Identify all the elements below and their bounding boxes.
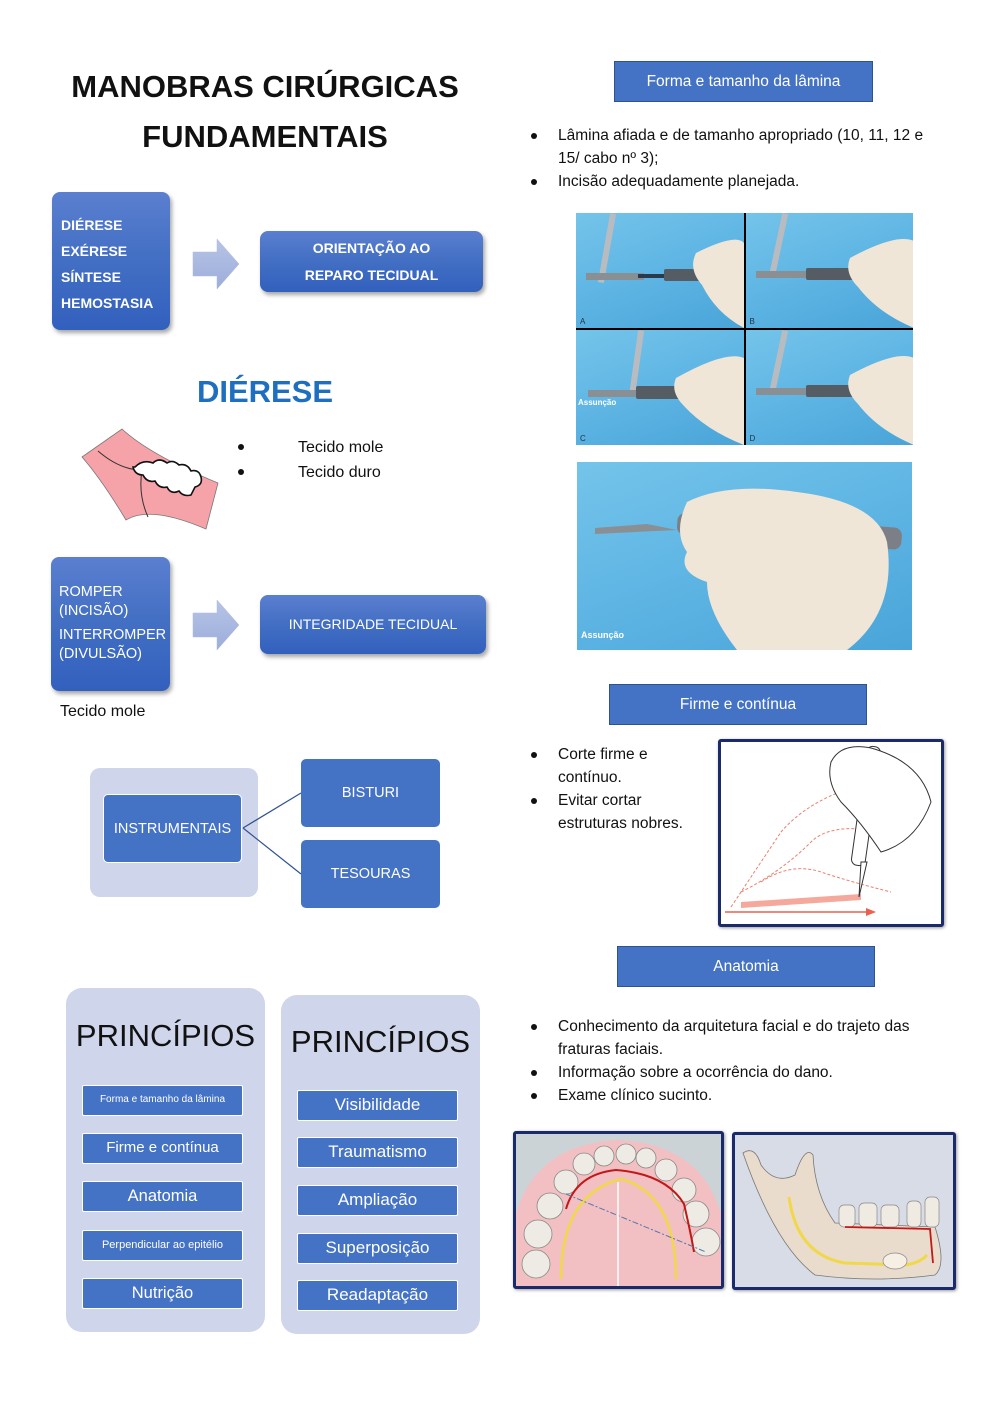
blade-bullets: Lâmina afiada e de tamanho apropriado (1… xyxy=(528,124,938,193)
principle-item: Visibilidade xyxy=(297,1090,458,1121)
panel-title: PRINCÍPIOS xyxy=(75,1018,256,1053)
incision-technique-illustration xyxy=(718,739,944,927)
watermark-text: Assunção xyxy=(578,398,617,407)
photo-panel-c: Assunção C xyxy=(576,330,744,445)
tissue-repair-box: ORIENTAÇÃO AO REPARO TECIDUAL xyxy=(260,231,483,292)
anatomy-section-header: Anatomia xyxy=(617,946,875,987)
maneuver-item: EXÉRESE xyxy=(61,243,128,259)
action-sublabel: (INCISÃO) xyxy=(59,603,129,619)
maxilla-anatomy-illustration xyxy=(513,1131,724,1289)
title-line-1: MANOBRAS CIRÚRGICAS xyxy=(71,69,459,104)
principle-item: Perpendicular ao epitélio xyxy=(82,1230,243,1261)
bullet-item: Incisão adequadamente planejada. xyxy=(528,170,938,193)
photo-panel-b: B xyxy=(745,213,913,328)
panel-label: C xyxy=(580,434,586,443)
bullet-item: Informação sobre a ocorrência do dano. xyxy=(528,1061,948,1084)
tissue-type-item: Tecido mole xyxy=(238,435,383,460)
photo-panel-a: A xyxy=(576,213,744,328)
principle-item: Traumatismo xyxy=(297,1137,458,1168)
blade-mounting-photo-grid: A B Assunção C D xyxy=(576,213,913,445)
blade-section-header: Forma e tamanho da lâmina xyxy=(614,61,873,102)
panel-label: B xyxy=(749,317,755,326)
tissue-types-list: Tecido mole Tecido duro xyxy=(238,435,383,485)
action-label: ROMPER xyxy=(59,584,123,600)
page-title: MANOBRAS CIRÚRGICAS FUNDAMENTAIS xyxy=(40,62,490,162)
bullet-item: Corte firme e contínuo. xyxy=(528,743,688,789)
maneuvers-list-box: DIÉRESE EXÉRESE SÍNTESE HEMOSTASIA xyxy=(52,192,170,330)
maneuver-item: DIÉRESE xyxy=(61,217,123,233)
principle-item: Forma e tamanho da lâmina xyxy=(82,1085,243,1116)
bullet-item: Exame clínico sucinto. xyxy=(528,1084,948,1107)
maneuver-item: HEMOSTASIA xyxy=(61,295,154,311)
right-arrow-icon xyxy=(191,237,241,291)
connector-lines xyxy=(242,792,302,875)
mandible-anatomy-illustration xyxy=(732,1132,956,1290)
bullet-item: Conhecimento da arquitetura facial e do … xyxy=(528,1015,948,1061)
photo-panel-d: D xyxy=(745,330,913,445)
panel-label: D xyxy=(749,434,756,443)
principles-panel-2: PRINCÍPIOS Visibilidade Traumatismo Ampl… xyxy=(281,995,480,1334)
scalpel-grip-photo: Assunção xyxy=(577,462,912,650)
soft-tissue-caption: Tecido mole xyxy=(60,703,146,720)
instruments-root-node: INSTRUMENTAIS xyxy=(103,794,242,863)
tissue-type-item: Tecido duro xyxy=(238,460,383,485)
action-sublabel: (DIVULSÃO) xyxy=(59,646,142,662)
principles-panel-1: PRINCÍPIOS Forma e tamanho da lâmina Fir… xyxy=(66,988,265,1332)
result-line: REPARO TECIDUAL xyxy=(304,267,439,283)
title-line-2: FUNDAMENTAIS xyxy=(142,119,388,154)
firm-cut-bullets: Corte firme e contínuo. Evitar cortar es… xyxy=(528,743,688,835)
result-line: ORIENTAÇÃO AO xyxy=(312,240,431,256)
firm-cut-section-header: Firme e contínua xyxy=(609,684,867,725)
panel-label: A xyxy=(580,317,586,326)
bullet-item: Evitar cortar estruturas nobres. xyxy=(528,789,688,835)
bullet-item: Lâmina afiada e de tamanho apropriado (1… xyxy=(528,124,938,170)
action-label: INTERROMPER xyxy=(59,627,167,643)
principle-item: Superposição xyxy=(297,1233,458,1264)
gum-teeth-illustration xyxy=(80,425,220,530)
romper-interromper-box: ROMPER (INCISÃO) INTERROMPER (DIVULSÃO) xyxy=(51,557,170,691)
panel-title: PRINCÍPIOS xyxy=(290,1024,471,1059)
principle-item: Firme e contínua xyxy=(82,1133,243,1164)
dierese-heading: DIÉRESE xyxy=(196,374,334,409)
anatomy-bullets: Conhecimento da arquitetura facial e do … xyxy=(528,1015,948,1107)
principle-item: Nutrição xyxy=(82,1278,243,1309)
watermark-text: Assunção xyxy=(581,630,625,640)
principle-item: Anatomia xyxy=(82,1181,243,1212)
principle-item: Readaptação xyxy=(297,1280,458,1311)
principle-item: Ampliação xyxy=(297,1185,458,1216)
scissors-node: TESOURAS xyxy=(301,840,440,908)
maneuver-item: SÍNTESE xyxy=(61,269,121,285)
scalpel-node: BISTURI xyxy=(301,759,440,827)
right-arrow-icon xyxy=(191,598,241,652)
tissue-integrity-box: INTEGRIDADE TECIDUAL xyxy=(260,595,486,654)
